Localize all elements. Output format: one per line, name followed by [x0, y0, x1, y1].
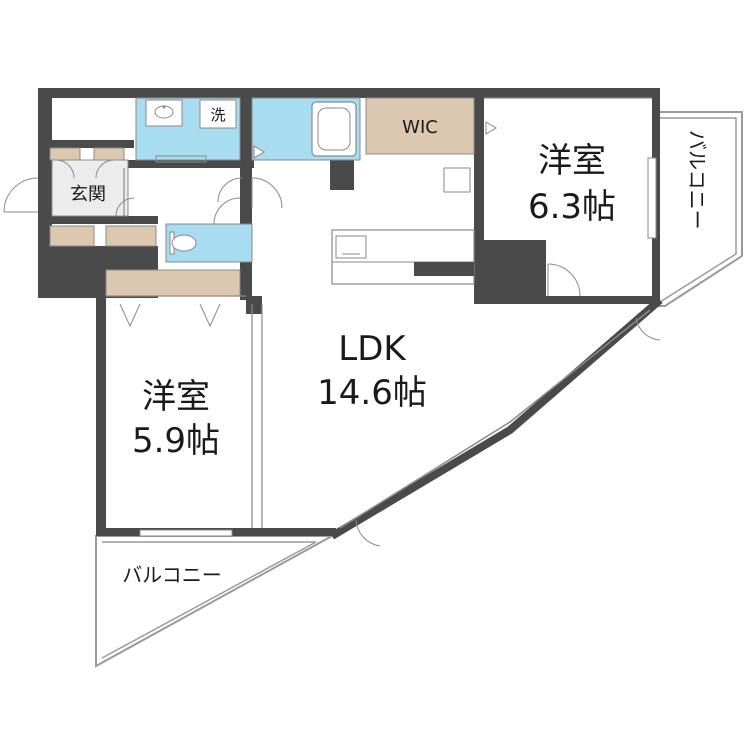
toilet-icon — [169, 231, 197, 255]
balcony-bottom — [95, 535, 333, 668]
bathtub-icon — [311, 101, 357, 157]
shoe-box-top-left — [49, 147, 81, 161]
ldk-size: 14.6帖 — [317, 373, 427, 413]
washing-machine-icon: 洗 — [199, 99, 237, 129]
diagonal-wall — [329, 296, 663, 540]
shoe-box-top-right — [93, 147, 125, 161]
east-room-size: 6.3帖 — [528, 187, 616, 227]
door-swings — [55, 159, 661, 547]
interior-partitions — [106, 97, 652, 528]
laundry-label: 洗 — [210, 106, 225, 124]
closet-west-room — [105, 269, 241, 297]
refrigerator — [443, 167, 471, 193]
balcony-bottom-label: バルコニー — [122, 563, 222, 587]
wic — [365, 97, 475, 155]
sink-icon — [145, 99, 183, 127]
wic-label: WIC — [402, 117, 438, 138]
ldk-name: LDK — [338, 329, 407, 369]
balcony-right-label: バルコニー — [685, 130, 709, 230]
storage-areas — [49, 97, 475, 297]
windows — [139, 155, 657, 537]
entrance-area — [3, 159, 129, 217]
closet-door-markers — [119, 303, 221, 328]
entrance-label: 玄関 — [70, 184, 106, 205]
shoe-box-bottom-right — [105, 225, 157, 247]
shoe-box-bottom-left — [49, 225, 95, 247]
kitchen-counter — [331, 229, 475, 285]
west-room-size: 5.9帖 — [132, 421, 220, 461]
east-room-name: 洋室 — [538, 141, 606, 181]
sliding-door-markers — [253, 121, 497, 159]
west-room-name: 洋室 — [142, 377, 210, 417]
